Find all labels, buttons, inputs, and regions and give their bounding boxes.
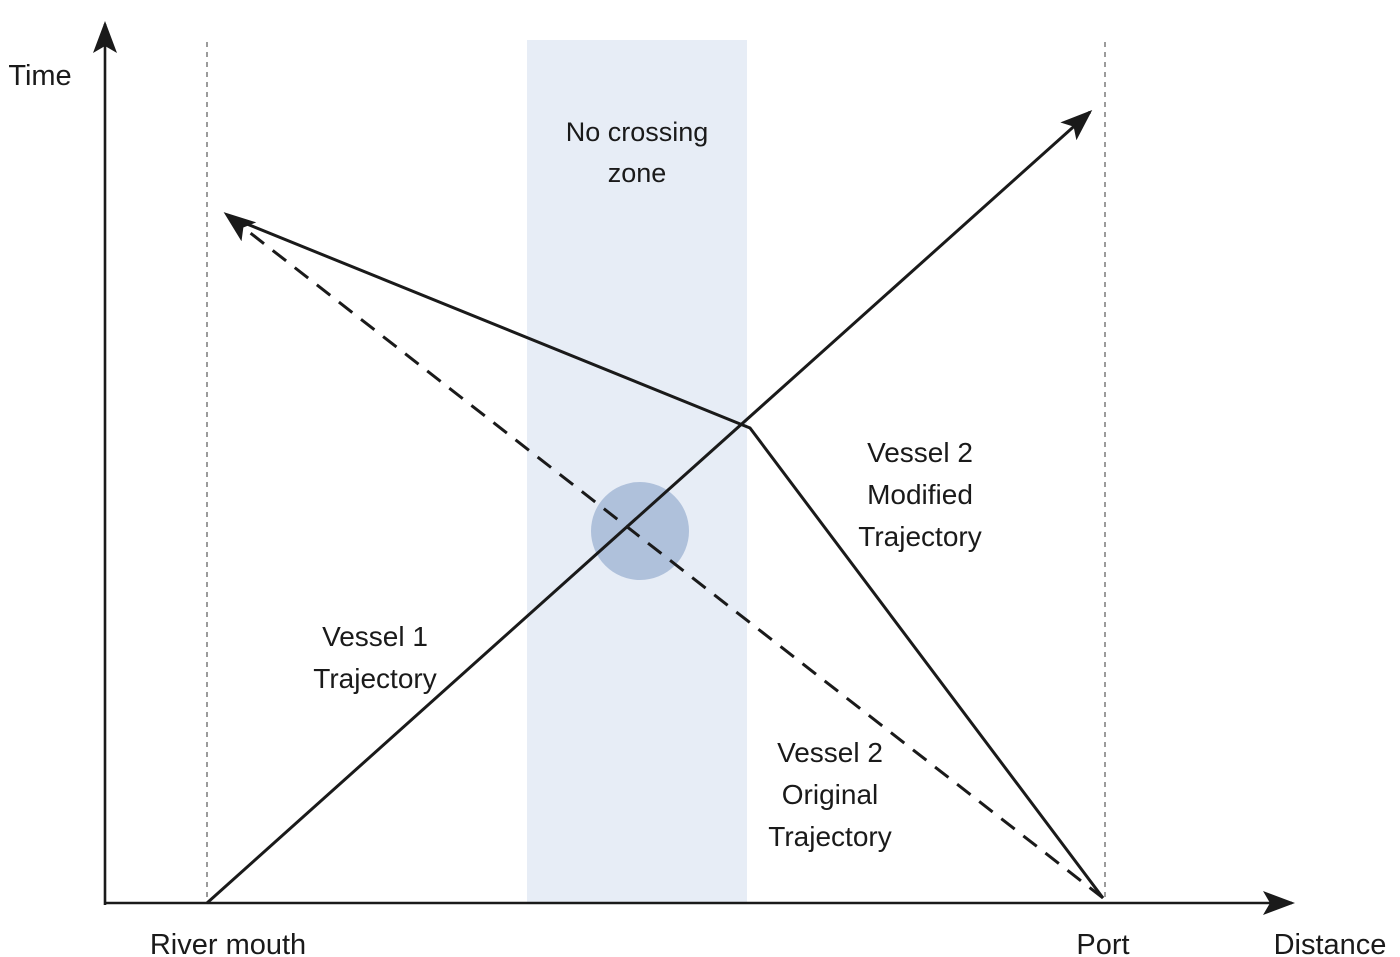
no-crossing-zone-label: No crossing zone xyxy=(565,117,709,188)
vessel2-modified-trajectory-line xyxy=(236,218,1105,899)
vessel2-original-trajectory-line xyxy=(223,212,1104,900)
y-axis-label: Time xyxy=(8,60,72,92)
tick-label-river-mouth: River mouth xyxy=(149,929,307,957)
no-crossing-zone-band xyxy=(527,40,747,903)
vessel1-trajectory-line xyxy=(205,109,1093,905)
vessel2-original-trajectory-label: Vessel 2 Original Trajectory xyxy=(768,737,892,852)
conflict-point-circle xyxy=(591,482,689,580)
x-axis-label: Distance xyxy=(1273,929,1387,957)
tick-label-port: Port xyxy=(1076,929,1130,957)
vessel2-modified-trajectory-label: Vessel 2 Modified Trajectory xyxy=(858,437,982,552)
vessel1-trajectory-label: Vessel 1 Trajectory xyxy=(313,621,437,694)
